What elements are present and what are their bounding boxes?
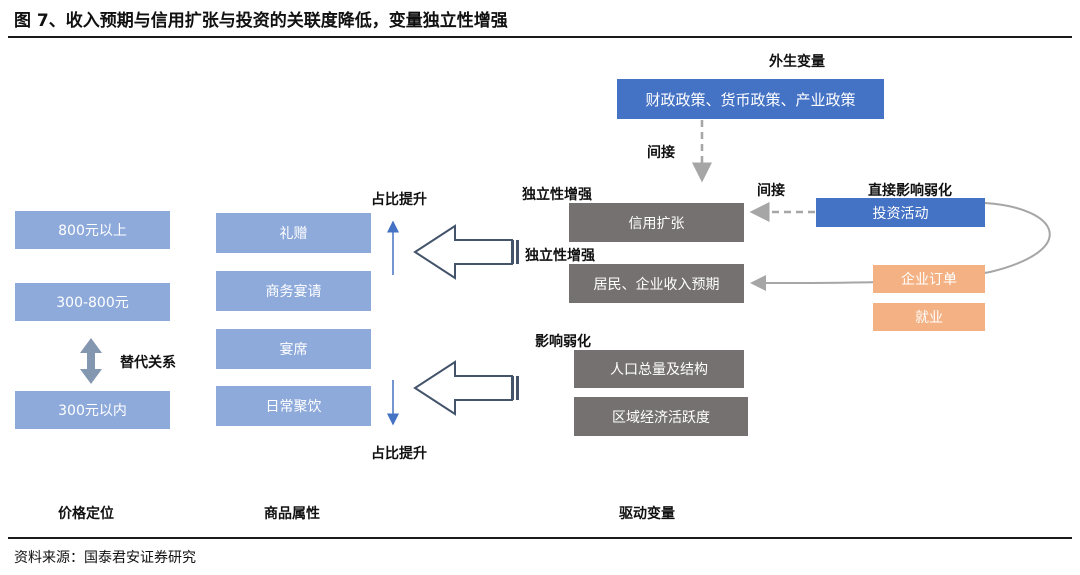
weakened-curve-arrow [750,202,1051,292]
hollow-arrow-upper [413,224,519,280]
share-up-label-bottom: 占比提升 [371,446,427,462]
goods-column-footer: 商品属性 [264,506,320,522]
top-rule [8,36,1072,38]
investment-activity-box: 投资活动 [816,198,985,227]
exogenous-title: 外生变量 [769,54,825,70]
population-box: 人口总量及结构 [574,350,744,388]
figure-title: 图 7、收入预期与信用扩张与投资的关联度降低，变量独立性增强 [14,11,508,31]
indirect-label-vertical: 间接 [647,145,675,161]
substitution-label: 替代关系 [120,355,176,371]
goods-gift: 礼赠 [216,213,371,253]
credit-expansion-box: 信用扩张 [569,203,744,242]
drivers-column-footer: 驱动变量 [619,506,675,522]
employment-box: 就业 [873,303,985,331]
indirect-label-horizontal: 间接 [757,183,785,199]
source-note: 资料来源：国泰君安证券研究 [14,550,196,566]
substitution-double-arrow [80,338,102,384]
weakened-label: 影响弱化 [535,334,591,350]
price-tier-300-800: 300-800元 [15,283,170,321]
regional-economy-box: 区域经济活跃度 [574,397,748,436]
goods-business-banquet: 商务宴请 [216,271,371,311]
share-up-label-top: 占比提升 [371,192,427,208]
policy-box: 财政政策、货币政策、产业政策 [617,79,884,119]
enterprise-orders-box: 企业订单 [873,265,985,293]
independence-label-income: 独立性增强 [525,248,595,264]
goods-feast: 宴席 [216,329,371,369]
price-tier-800-plus: 800元以上 [15,211,170,249]
price-tier-below-300: 300元以内 [15,391,170,429]
direct-weakened-label: 直接影响弱化 [868,183,952,199]
price-column-footer: 价格定位 [58,506,114,522]
goods-daily-drinking: 日常聚饮 [216,386,371,426]
income-expectation-box: 居民、企业收入预期 [569,264,744,303]
bottom-rule [8,537,1072,539]
independence-label-credit: 独立性增强 [522,187,592,203]
hollow-arrow-lower [413,360,519,416]
